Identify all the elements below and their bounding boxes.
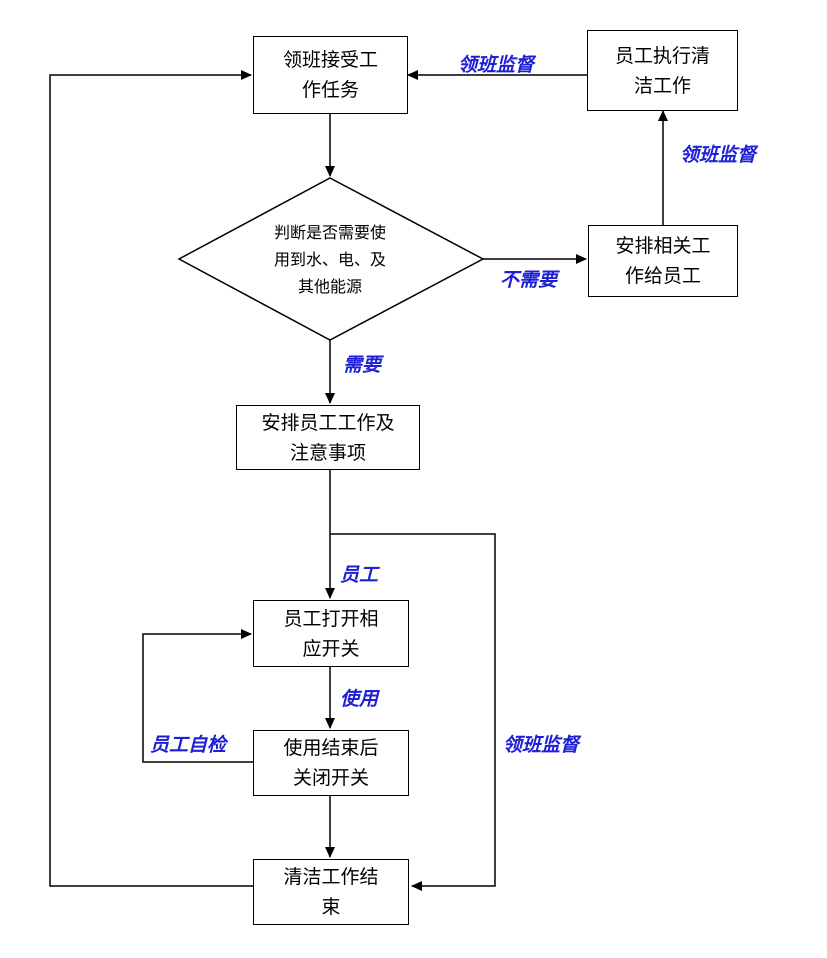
- arrow-end-to-accept-loop: [49, 70, 253, 887]
- label-use: 使用: [340, 688, 379, 710]
- node-staff-open-switch: 员工打开相 应开关: [253, 600, 409, 667]
- label-supervise-right: 领班监督: [680, 144, 757, 166]
- label-supervise-bottom: 领班监督: [503, 734, 580, 756]
- node-arrange-related-work: 安排相关工 作给员工: [588, 225, 738, 297]
- node-leader-accept-task: 领班接受工 作任务: [253, 36, 408, 114]
- label-self-check: 员工自检: [150, 734, 227, 756]
- arrow-self-check-loop: [142, 629, 253, 763]
- label-staff: 员工: [340, 564, 379, 586]
- label-supervise-top: 领班监督: [458, 54, 535, 76]
- label-needed: 需要: [343, 354, 382, 376]
- label-not-needed: 不需要: [500, 269, 558, 291]
- node-close-switch-after-use: 使用结束后 关闭开关: [253, 730, 409, 796]
- node-judge-energy: 判断是否需要使 用到水、电、及 其他能源: [273, 223, 386, 296]
- arrow-supervise-to-end: [330, 533, 496, 891]
- node-cleaning-end: 清洁工作结 束: [253, 859, 409, 925]
- node-staff-execute-cleaning: 员工执行清 洁工作: [587, 30, 738, 111]
- node-arrange-notes: 安排员工工作及 注意事项: [236, 405, 420, 470]
